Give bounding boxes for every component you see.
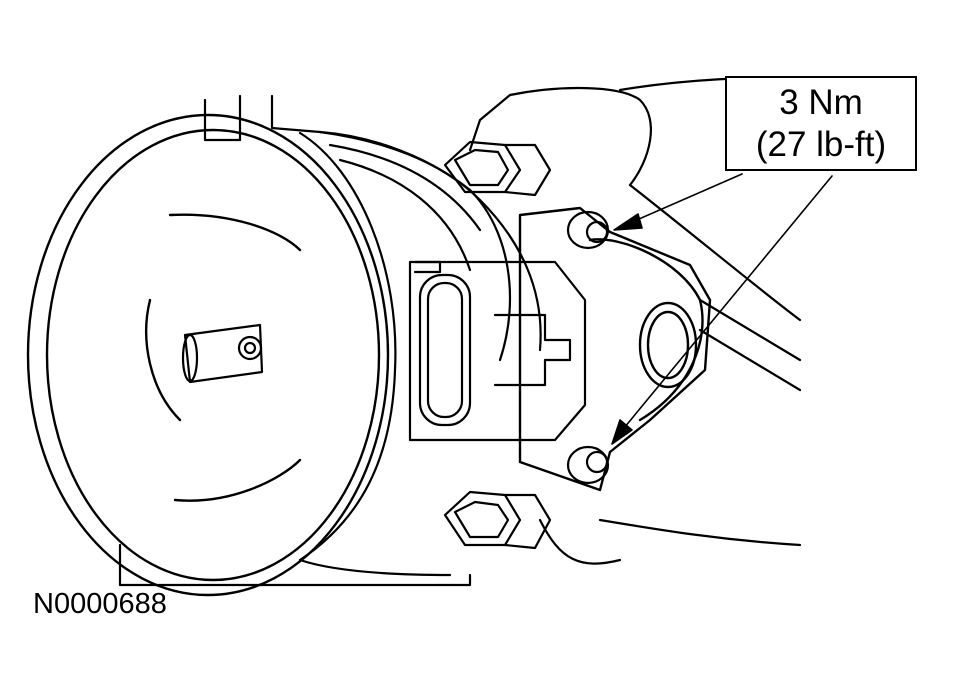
- throttle-bore: [26, 113, 390, 597]
- figure-id-label: N0000688: [33, 588, 167, 620]
- throttle-shaft: [181, 323, 264, 384]
- sensor-mounting-screws: [566, 210, 610, 485]
- throttle-body-housing: [118, 94, 542, 587]
- torque-metric-label: 3 Nm: [779, 82, 863, 122]
- lower-flange-bolt: [443, 490, 552, 550]
- upper-flange-bolt: [443, 140, 552, 197]
- torque-imperial-label: (27 lb-ft): [755, 124, 887, 164]
- electrical-connector: [408, 260, 587, 442]
- torque-spec-callout: 3 Nm (27 lb-ft): [725, 76, 917, 171]
- mounting-flange: [468, 76, 802, 565]
- throttle-position-sensor: [518, 206, 712, 492]
- torque-leader-lines: [611, 173, 833, 445]
